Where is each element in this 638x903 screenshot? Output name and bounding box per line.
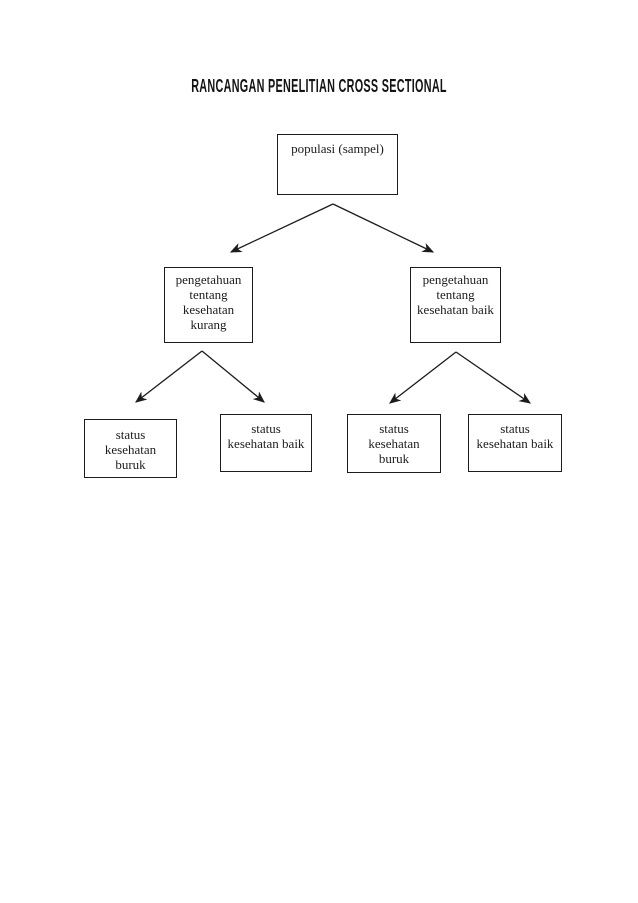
page-title-text: RANCANGAN PENELITIAN CROSS SECTIONAL (191, 76, 447, 96)
arrow-populasi-to-pengetahuan-kurang (229, 203, 334, 253)
node-populasi-sampel: populasi (sampel) (277, 134, 398, 195)
node-pengetahuan-kesehatan-kurang: pengetahuan tentang kesehatan kurang (164, 267, 253, 343)
arrow-pengetahuan-baik-to-status-baik (455, 351, 531, 404)
node-pengetahuan-kesehatan-baik: pengetahuan tentang kesehatan baik (410, 267, 501, 343)
node-status-kesehatan-baik-left: status kesehatan baik (220, 414, 312, 472)
node-status-kesehatan-baik-right: status kesehatan baik (468, 414, 562, 472)
arrow-pengetahuan-baik-to-status-buruk (389, 351, 457, 404)
node-status-kesehatan-buruk-right: status kesehatan buruk (347, 414, 441, 473)
arrow-pengetahuan-kurang-to-status-buruk (135, 350, 203, 403)
node-status-kesehatan-buruk-left: status kesehatan buruk (84, 419, 177, 478)
page-title: RANCANGAN PENELITIAN CROSS SECTIONAL (0, 77, 638, 96)
arrow-populasi-to-pengetahuan-baik (332, 203, 435, 253)
arrow-pengetahuan-kurang-to-status-baik (201, 350, 265, 403)
